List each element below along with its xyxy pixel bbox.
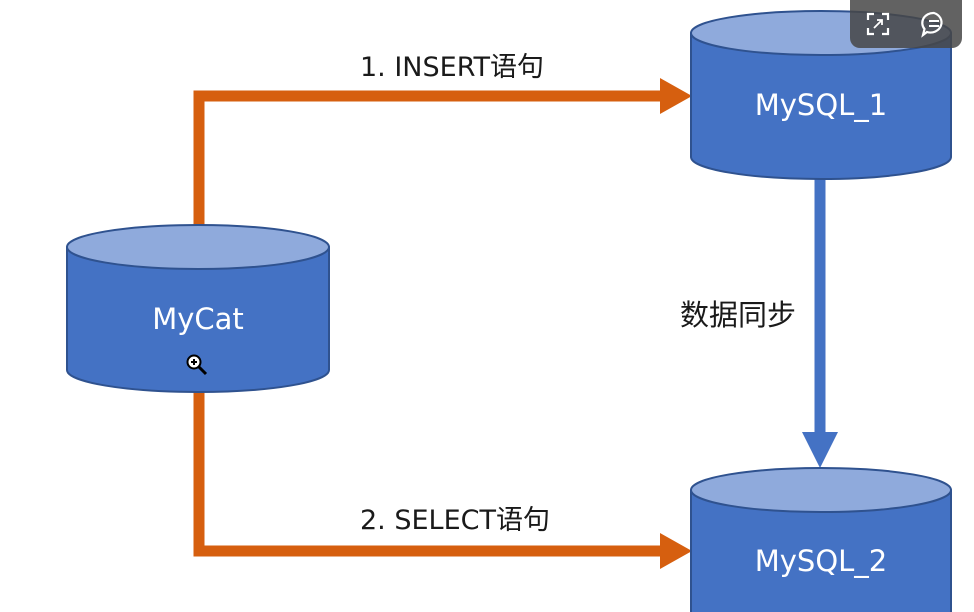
sync-label: 数据同步 [680, 298, 797, 332]
mysql1-database [690, 10, 952, 180]
insert-label: 1. INSERT语句 [360, 52, 544, 83]
mycat-label: MyCat [152, 302, 244, 336]
mysql2-database [690, 467, 952, 612]
select-arrow [193, 392, 692, 569]
zoom-in-cursor-icon [186, 354, 208, 376]
comment-button[interactable] [914, 4, 954, 44]
fullscreen-icon [866, 12, 890, 36]
fullscreen-button[interactable] [858, 4, 898, 44]
insert-arrow [193, 78, 692, 228]
mysql1-label: MySQL_1 [754, 88, 888, 122]
mysql2-label: MySQL_2 [754, 544, 888, 578]
sync-arrow [802, 178, 838, 468]
mycat-database [66, 224, 330, 393]
comment-icon [921, 11, 943, 38]
select-label: 2. SELECT语句 [360, 505, 550, 536]
viewer-toolbar [850, 0, 962, 48]
